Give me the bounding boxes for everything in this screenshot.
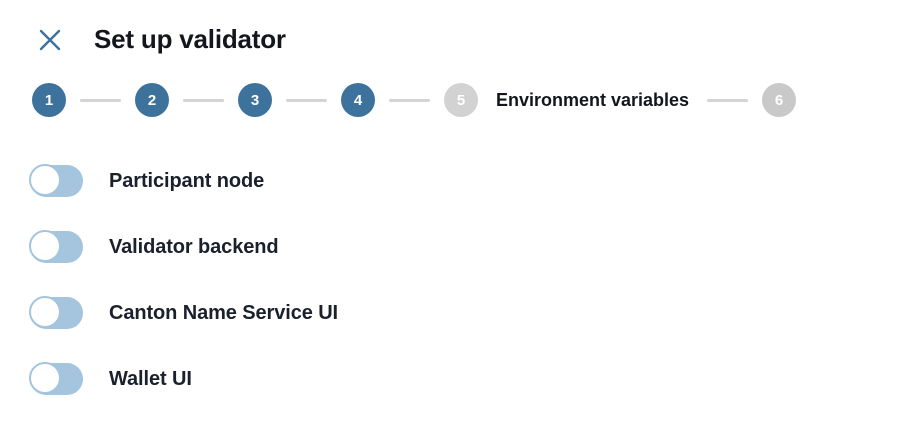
stepper-step-5-label: Environment variables (496, 90, 690, 110)
toggle-row-canton-name-service-ui: Canton Name Service UI (29, 280, 890, 346)
stepper-step-1[interactable]: 1 (32, 83, 66, 117)
stepper-step-5[interactable]: 5 Environment variables (444, 83, 689, 117)
dialog-header: Set up validator (0, 0, 924, 76)
stepper-connector-4 (389, 98, 430, 102)
stepper-step-4[interactable]: 4 (341, 83, 375, 117)
toggle-row-participant-node: Participant node (29, 148, 890, 214)
stepper-step-2[interactable]: 2 (135, 83, 169, 117)
toggle-participant-node[interactable] (29, 164, 83, 197)
toggle-row-validator-backend: Validator backend (29, 214, 890, 280)
toggle-label-participant-node: Participant node (109, 169, 265, 192)
stepper-connector-1 (80, 98, 121, 102)
step-circle-2[interactable]: 2 (135, 83, 169, 117)
close-icon-glyph (39, 29, 61, 51)
toggle-label-validator-backend: Validator backend (109, 235, 279, 258)
stepper-step-6[interactable]: 6 (762, 83, 797, 117)
stepper-connector-2 (183, 98, 224, 102)
toggle-knob (29, 230, 61, 262)
toggle-knob (29, 164, 61, 196)
close-icon[interactable] (31, 22, 69, 58)
step-circle-5[interactable]: 5 (444, 83, 478, 117)
stepper-connector-5 (707, 98, 749, 102)
step-circle-3[interactable]: 3 (238, 83, 272, 117)
toggle-row-wallet-ui: Wallet UI (29, 346, 890, 412)
page-title: Set up validator (94, 24, 286, 54)
step-circle-6[interactable]: 6 (762, 83, 797, 117)
toggle-list: Participant node Validator backend Canto… (29, 148, 890, 412)
stepper-connector-3 (286, 98, 327, 102)
toggle-validator-backend[interactable] (29, 230, 83, 263)
stepper-step-3[interactable]: 3 (238, 83, 272, 117)
step-circle-4[interactable]: 4 (341, 83, 375, 117)
toggle-canton-name-service-ui[interactable] (29, 296, 83, 329)
stepper: 1 2 3 4 5 Environment variables 6 (32, 83, 797, 117)
step-circle-1[interactable]: 1 (32, 83, 66, 117)
toggle-wallet-ui[interactable] (29, 362, 83, 395)
toggle-knob (29, 362, 61, 394)
toggle-label-canton-name-service-ui: Canton Name Service UI (109, 301, 338, 324)
toggle-label-wallet-ui: Wallet UI (109, 367, 192, 390)
toggle-knob (29, 296, 61, 328)
